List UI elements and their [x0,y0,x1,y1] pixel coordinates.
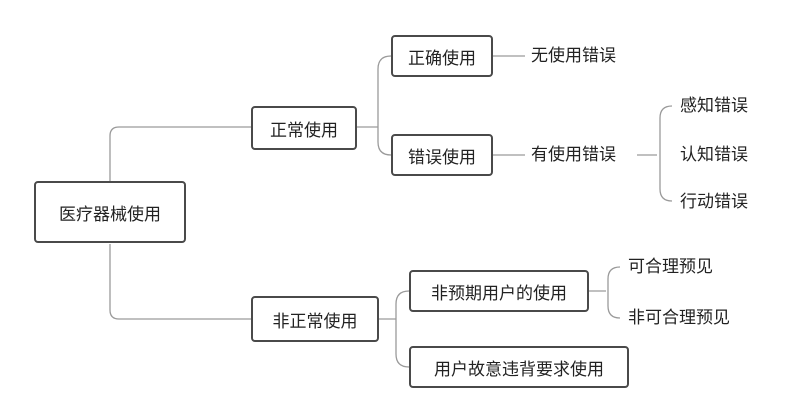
connector-root-normal [109,126,252,182]
has-use-error-text: 有使用错误 [531,145,616,165]
root-node-label: 医疗器械使用 [59,204,161,225]
connector-normal-correct [377,55,392,156]
abnormal-use-node: 非正常使用 [251,296,379,342]
abnormal-use-label: 非正常使用 [272,311,358,332]
correct-use-node: 正确使用 [391,35,493,77]
not-reasonably-foreseeable-text: 非可合理预见 [628,308,730,328]
reasonably-foreseeable-text: 可合理预见 [628,257,713,277]
connector-root-abnormal [109,244,252,320]
perception-error-text: 感知错误 [680,96,748,116]
error-use-node: 错误使用 [391,134,493,176]
unexpected-user-node: 非预期用户的使用 [409,270,589,312]
normal-use-node: 正常使用 [251,106,357,150]
root-node: 医疗器械使用 [34,181,186,243]
correct-use-label: 正确使用 [408,48,476,69]
cognition-error-text: 认知错误 [680,145,748,165]
no-use-error-text: 无使用错误 [531,46,616,66]
intentional-violation-label: 用户故意违背要求使用 [434,359,604,380]
unexpected-user-label: 非预期用户的使用 [431,283,567,304]
error-use-label: 错误使用 [408,147,476,168]
intentional-violation-node: 用户故意违背要求使用 [409,346,629,388]
connector-error-types-bracket [659,105,673,202]
normal-use-label: 正常使用 [270,120,338,141]
action-error-text: 行动错误 [680,192,748,212]
connector-abnormal-bracket [395,290,410,368]
connector-outcomes-bracket [607,266,621,319]
